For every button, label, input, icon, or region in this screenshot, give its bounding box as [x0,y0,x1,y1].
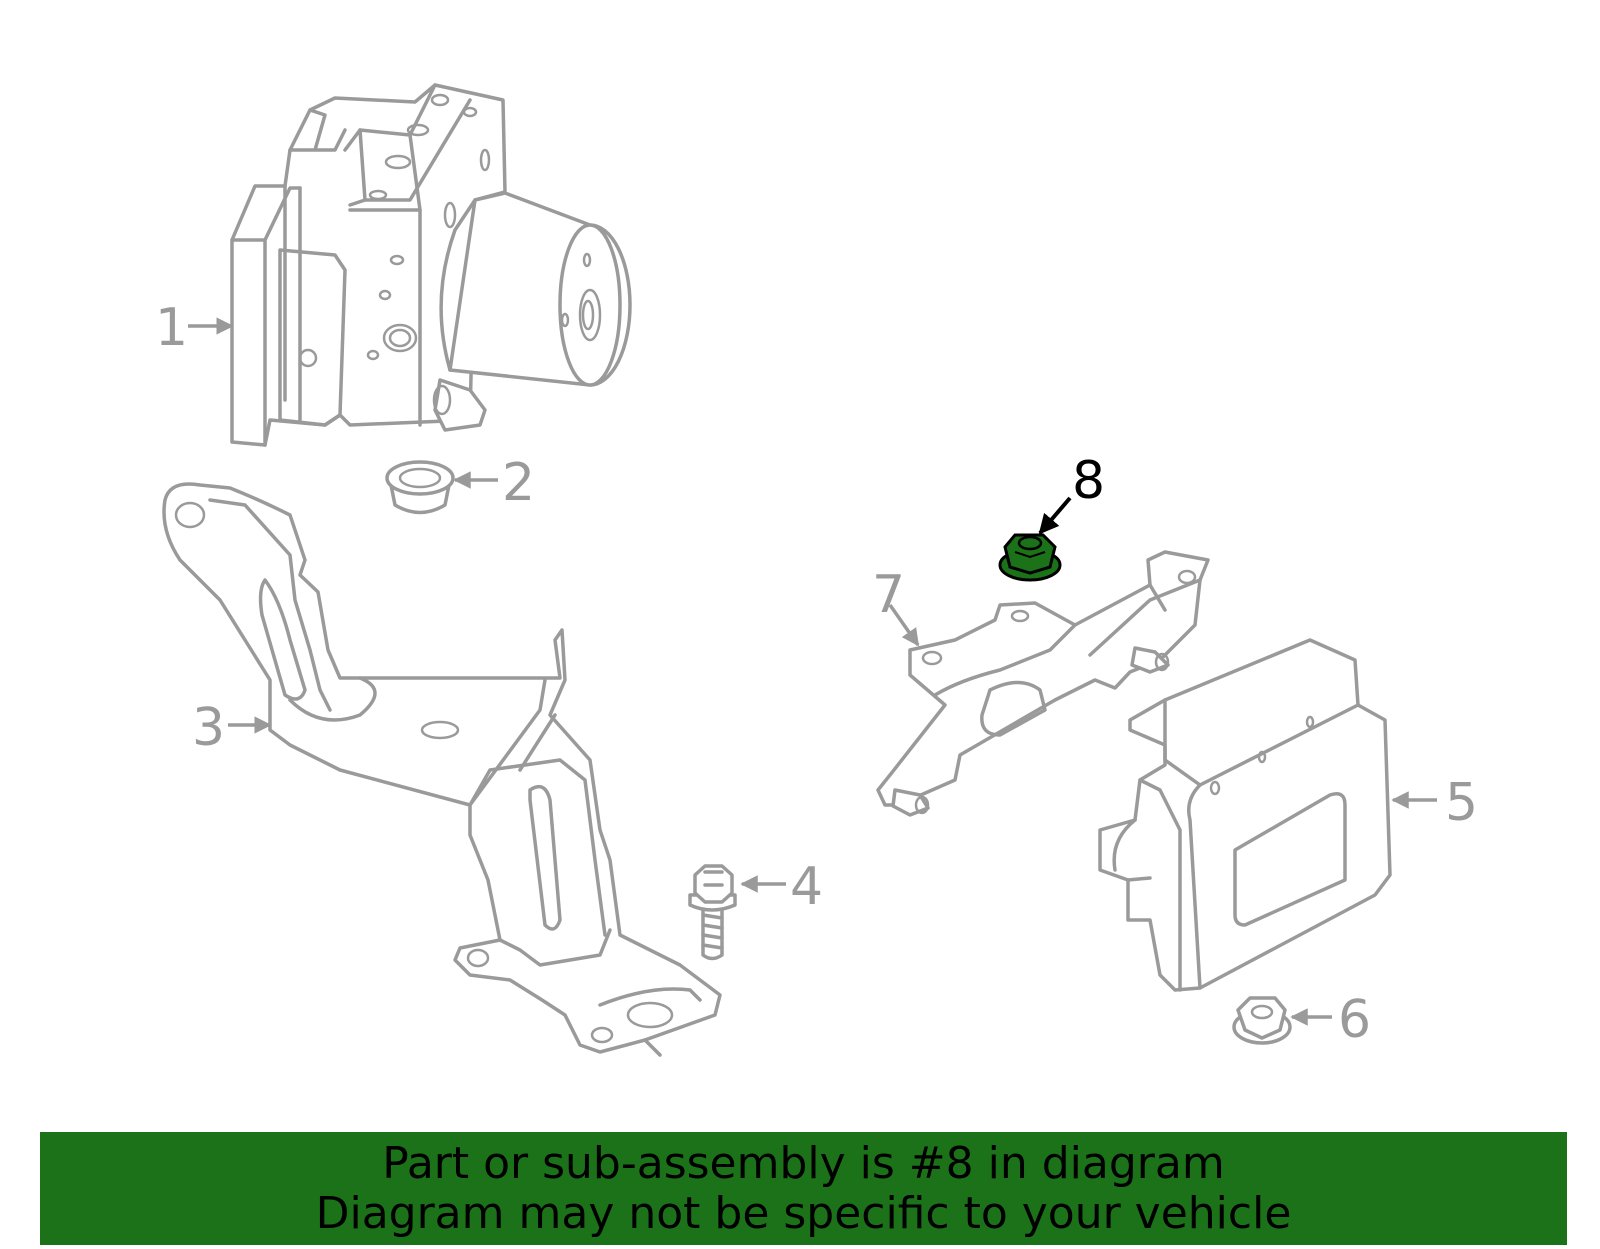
abs-modulator-part[interactable] [230,83,632,447]
callout-6-label[interactable]: 6 [1338,990,1371,1050]
banner-line-2: Diagram may not be specific to your vehi… [315,1187,1292,1239]
callout-7-arrow [888,603,920,647]
callout-4-label[interactable]: 4 [790,857,823,917]
callout-1-label[interactable]: 1 [155,298,188,358]
callout-8-label[interactable]: 8 [1072,451,1105,511]
callout-3-label[interactable]: 3 [192,698,225,758]
bolt-part[interactable] [688,864,737,961]
module-nut-part[interactable] [1232,996,1292,1045]
info-banner: Part or sub-assembly is #8 in diagram Di… [40,1132,1567,1245]
modulator-bracket-part[interactable] [162,482,722,1057]
callout-2-label[interactable]: 2 [502,453,535,513]
callout-8-arrow [1038,496,1072,535]
callout-7-label[interactable]: 7 [872,565,905,625]
grommet-part[interactable] [385,460,455,515]
module-bracket-part[interactable] [876,550,1210,817]
control-module-part[interactable] [1098,638,1392,992]
highlighted-nut-part-8[interactable] [998,533,1062,582]
banner-line-1: Part or sub-assembly is #8 in diagram [382,1137,1225,1189]
callout-5-label[interactable]: 5 [1445,773,1478,833]
